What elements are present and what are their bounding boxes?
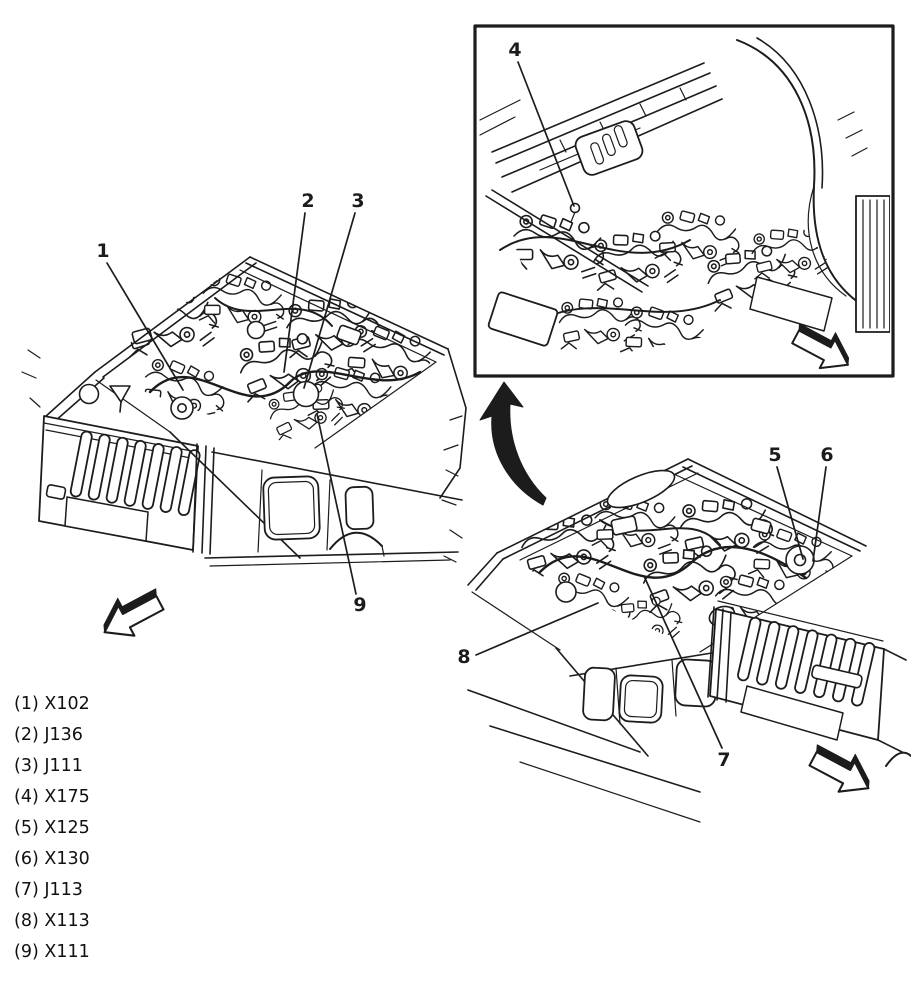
radiator-panel xyxy=(855,195,890,333)
callout-1-leader xyxy=(106,262,184,391)
callout-7-leader xyxy=(643,575,723,749)
vent-mesh xyxy=(749,276,833,332)
callout-5-leader xyxy=(776,466,804,560)
lower-grille-mesh xyxy=(64,496,149,542)
legend-item-1: (1) X102 xyxy=(14,694,90,714)
legend-item-3: (3) J111 xyxy=(14,756,83,776)
inner-fender xyxy=(736,37,890,333)
connector-legend: (1) X102 (2) J136 (3) J111 (4) X175 (5) … xyxy=(14,689,90,968)
wheel-arch xyxy=(885,751,911,767)
callout-1-number: 1 xyxy=(96,240,109,262)
callout-8-number: 8 xyxy=(457,646,470,668)
view-direction-arrow-right-icon xyxy=(801,735,881,805)
inset-reference-curved-arrow-icon xyxy=(479,381,547,506)
cab-side xyxy=(467,647,719,823)
wheel-arch xyxy=(329,531,383,550)
callout-5-number: 5 xyxy=(768,444,781,466)
bumper-lamp xyxy=(811,664,863,689)
bumper-lamp xyxy=(45,484,67,500)
lower-grille-mesh xyxy=(740,685,844,741)
washer-funnel xyxy=(109,385,131,413)
engine-clutter xyxy=(119,270,440,444)
callout-2-number: 2 xyxy=(301,190,314,212)
legend-item-5: (5) X125 xyxy=(14,818,90,838)
headlamp xyxy=(78,383,100,405)
callout-6-leader xyxy=(812,466,827,562)
cowl-rails xyxy=(44,256,449,449)
grille xyxy=(707,600,911,767)
callout-4-number: 4 xyxy=(508,39,521,61)
callout-6-number: 6 xyxy=(820,444,833,466)
door-window xyxy=(262,475,321,541)
callout-4-leader xyxy=(517,61,575,207)
legend-item-8: (8) X113 xyxy=(14,911,90,931)
view-direction-arrow-left-icon xyxy=(92,579,172,649)
callout-8-leader xyxy=(475,602,599,656)
quarter-window xyxy=(582,666,616,722)
front-right-view-drawing xyxy=(441,458,911,823)
door-window xyxy=(618,674,664,724)
callout-9-number: 9 xyxy=(353,594,366,616)
quarter-window xyxy=(344,485,375,531)
legend-item-4: (4) X175 xyxy=(14,787,90,807)
legend-item-2: (2) J136 xyxy=(14,725,83,745)
callout-layer: 1 2 3 9 4 5 6 8 7 xyxy=(96,39,833,771)
detail-inset xyxy=(473,24,895,381)
callout-7-number: 7 xyxy=(717,749,730,771)
legend-item-9: (9) X111 xyxy=(14,942,90,962)
grille xyxy=(38,415,215,555)
connector-x175 xyxy=(569,202,581,214)
cab-side xyxy=(169,348,467,567)
callout-3-number: 3 xyxy=(351,190,364,212)
callout-3-leader xyxy=(303,212,356,389)
blower-cover xyxy=(574,120,644,176)
legend-item-7: (7) J113 xyxy=(14,880,83,900)
legend-item-6: (6) X130 xyxy=(14,849,90,869)
callout-2-leader xyxy=(283,212,306,373)
callout-9-leader xyxy=(316,413,357,595)
front-left-view-drawing xyxy=(21,256,467,567)
cowl-rails xyxy=(467,458,867,653)
